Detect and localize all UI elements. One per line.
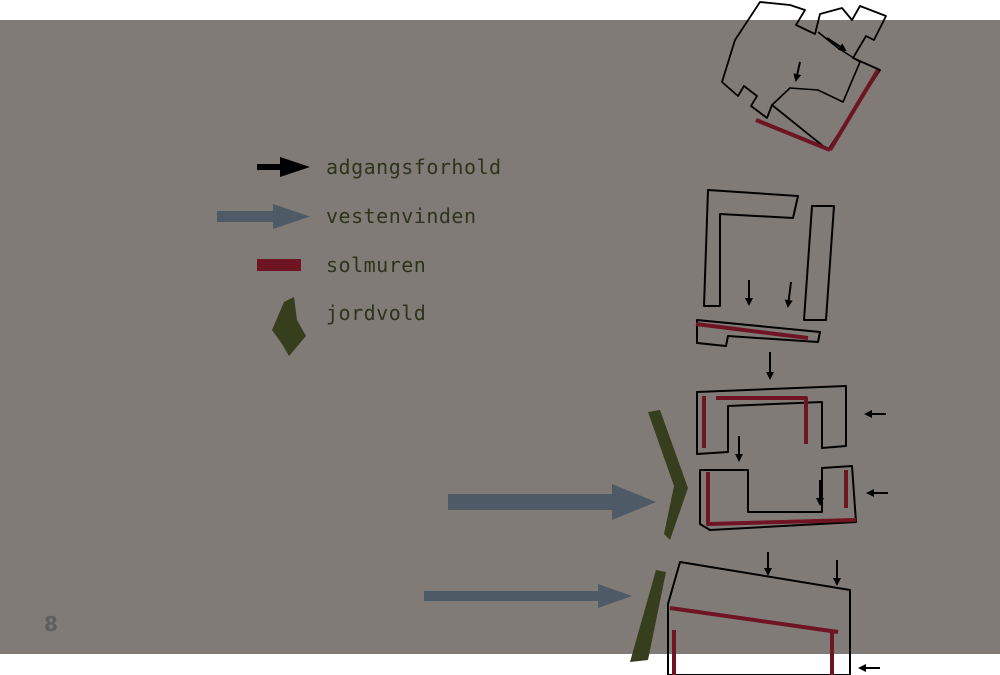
background-panel (0, 20, 1000, 654)
embankment-middle (648, 410, 688, 540)
legend-label-access: adgangsforhold (326, 155, 502, 179)
legend-sunwall-swatch-icon (257, 259, 301, 271)
sunwall-third (702, 396, 857, 526)
building-bottom (667, 561, 851, 675)
access-arrow (793, 61, 802, 82)
wind-arrow-middle (448, 484, 656, 520)
building-second (696, 189, 835, 347)
sunwall-bottom (669, 606, 839, 675)
legend-embankment-shape-icon (272, 297, 306, 356)
legend-label-wind: vestenvinden (326, 204, 477, 228)
legend-wind-arrow-icon (217, 204, 310, 229)
embankment-bottom (630, 570, 666, 662)
sunwall-top-1 (828, 68, 880, 152)
page-number: 8 (44, 612, 58, 636)
sunwall-second (695, 322, 809, 340)
access-arrow (784, 281, 793, 308)
building-third (696, 385, 857, 531)
wind-arrow-bottom (424, 584, 632, 608)
site-plan (667, 1, 888, 675)
sunwall-top-2 (755, 118, 831, 152)
legend-label-sunwall: solmuren (326, 253, 427, 277)
legend-label-embankment: jordvold (326, 301, 427, 325)
access-arrow (826, 37, 847, 52)
legend-access-arrow-icon (257, 157, 310, 177)
access-arrows (735, 37, 888, 672)
legend (217, 157, 310, 356)
